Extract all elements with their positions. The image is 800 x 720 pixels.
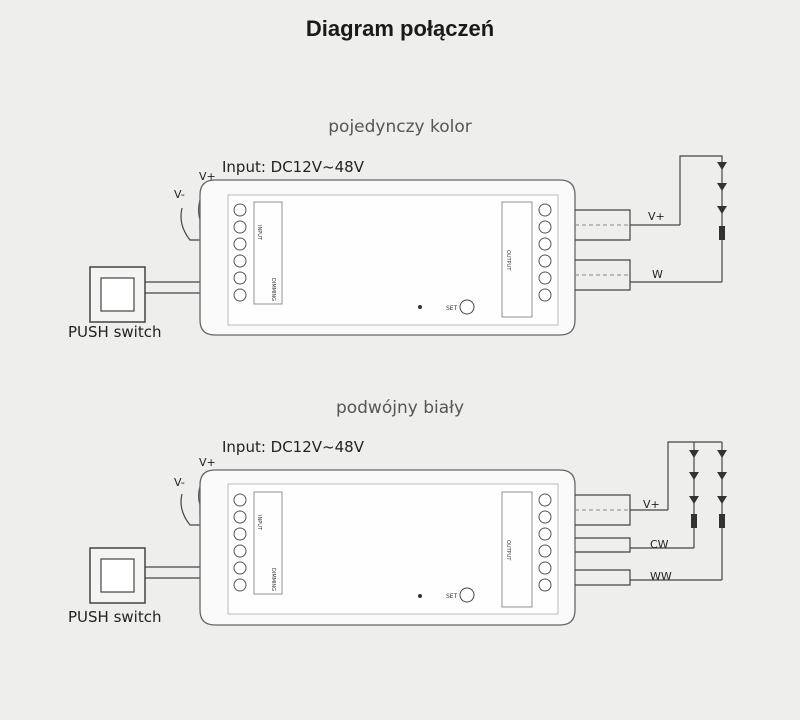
push-switch-label: PUSH switch bbox=[68, 608, 162, 626]
wiring-drawing: INPUT DIMMING OUTPUT SET bbox=[89, 155, 727, 336]
vplus-label: V+ bbox=[199, 456, 216, 469]
wire-label-w: W bbox=[652, 268, 663, 281]
input-label: Input: DC12V~48V bbox=[222, 158, 364, 176]
diagram-dual-white: Input: DC12V~48V V+ V- PUSH switch V+ CW… bbox=[0, 430, 800, 720]
svg-text:OUTPUT: OUTPUT bbox=[505, 540, 511, 561]
svg-text:SET: SET bbox=[446, 593, 458, 600]
wire-label-vplus: V+ bbox=[643, 498, 660, 511]
push-switch-label: PUSH switch bbox=[68, 323, 162, 341]
vminus-label: V- bbox=[174, 188, 185, 201]
vminus-label: V- bbox=[174, 476, 185, 489]
push-switch-button bbox=[100, 558, 135, 593]
svg-text:INPUT: INPUT bbox=[256, 225, 262, 241]
section-heading-dual: podwójny biały bbox=[335, 398, 465, 418]
wiring-drawing: INPUT DIMMING OUTPUT SET bbox=[89, 441, 727, 626]
page-title: Diagram połączeń bbox=[305, 16, 495, 41]
svg-text:SET: SET bbox=[446, 305, 458, 312]
input-label: Input: DC12V~48V bbox=[222, 438, 364, 456]
svg-text:DIMMING: DIMMING bbox=[270, 568, 276, 591]
svg-text:DIMMING: DIMMING bbox=[270, 278, 276, 301]
push-switch-button bbox=[100, 277, 135, 312]
section-heading-single: pojedynczy kolor bbox=[328, 117, 472, 137]
wire-label-vplus: V+ bbox=[648, 210, 665, 223]
push-switch-frame bbox=[89, 547, 146, 604]
diagram-single-color: Input: DC12V~48V V+ V- PUSH switch V+ W … bbox=[0, 150, 800, 440]
svg-text:OUTPUT: OUTPUT bbox=[505, 250, 511, 271]
svg-text:INPUT: INPUT bbox=[256, 515, 262, 531]
